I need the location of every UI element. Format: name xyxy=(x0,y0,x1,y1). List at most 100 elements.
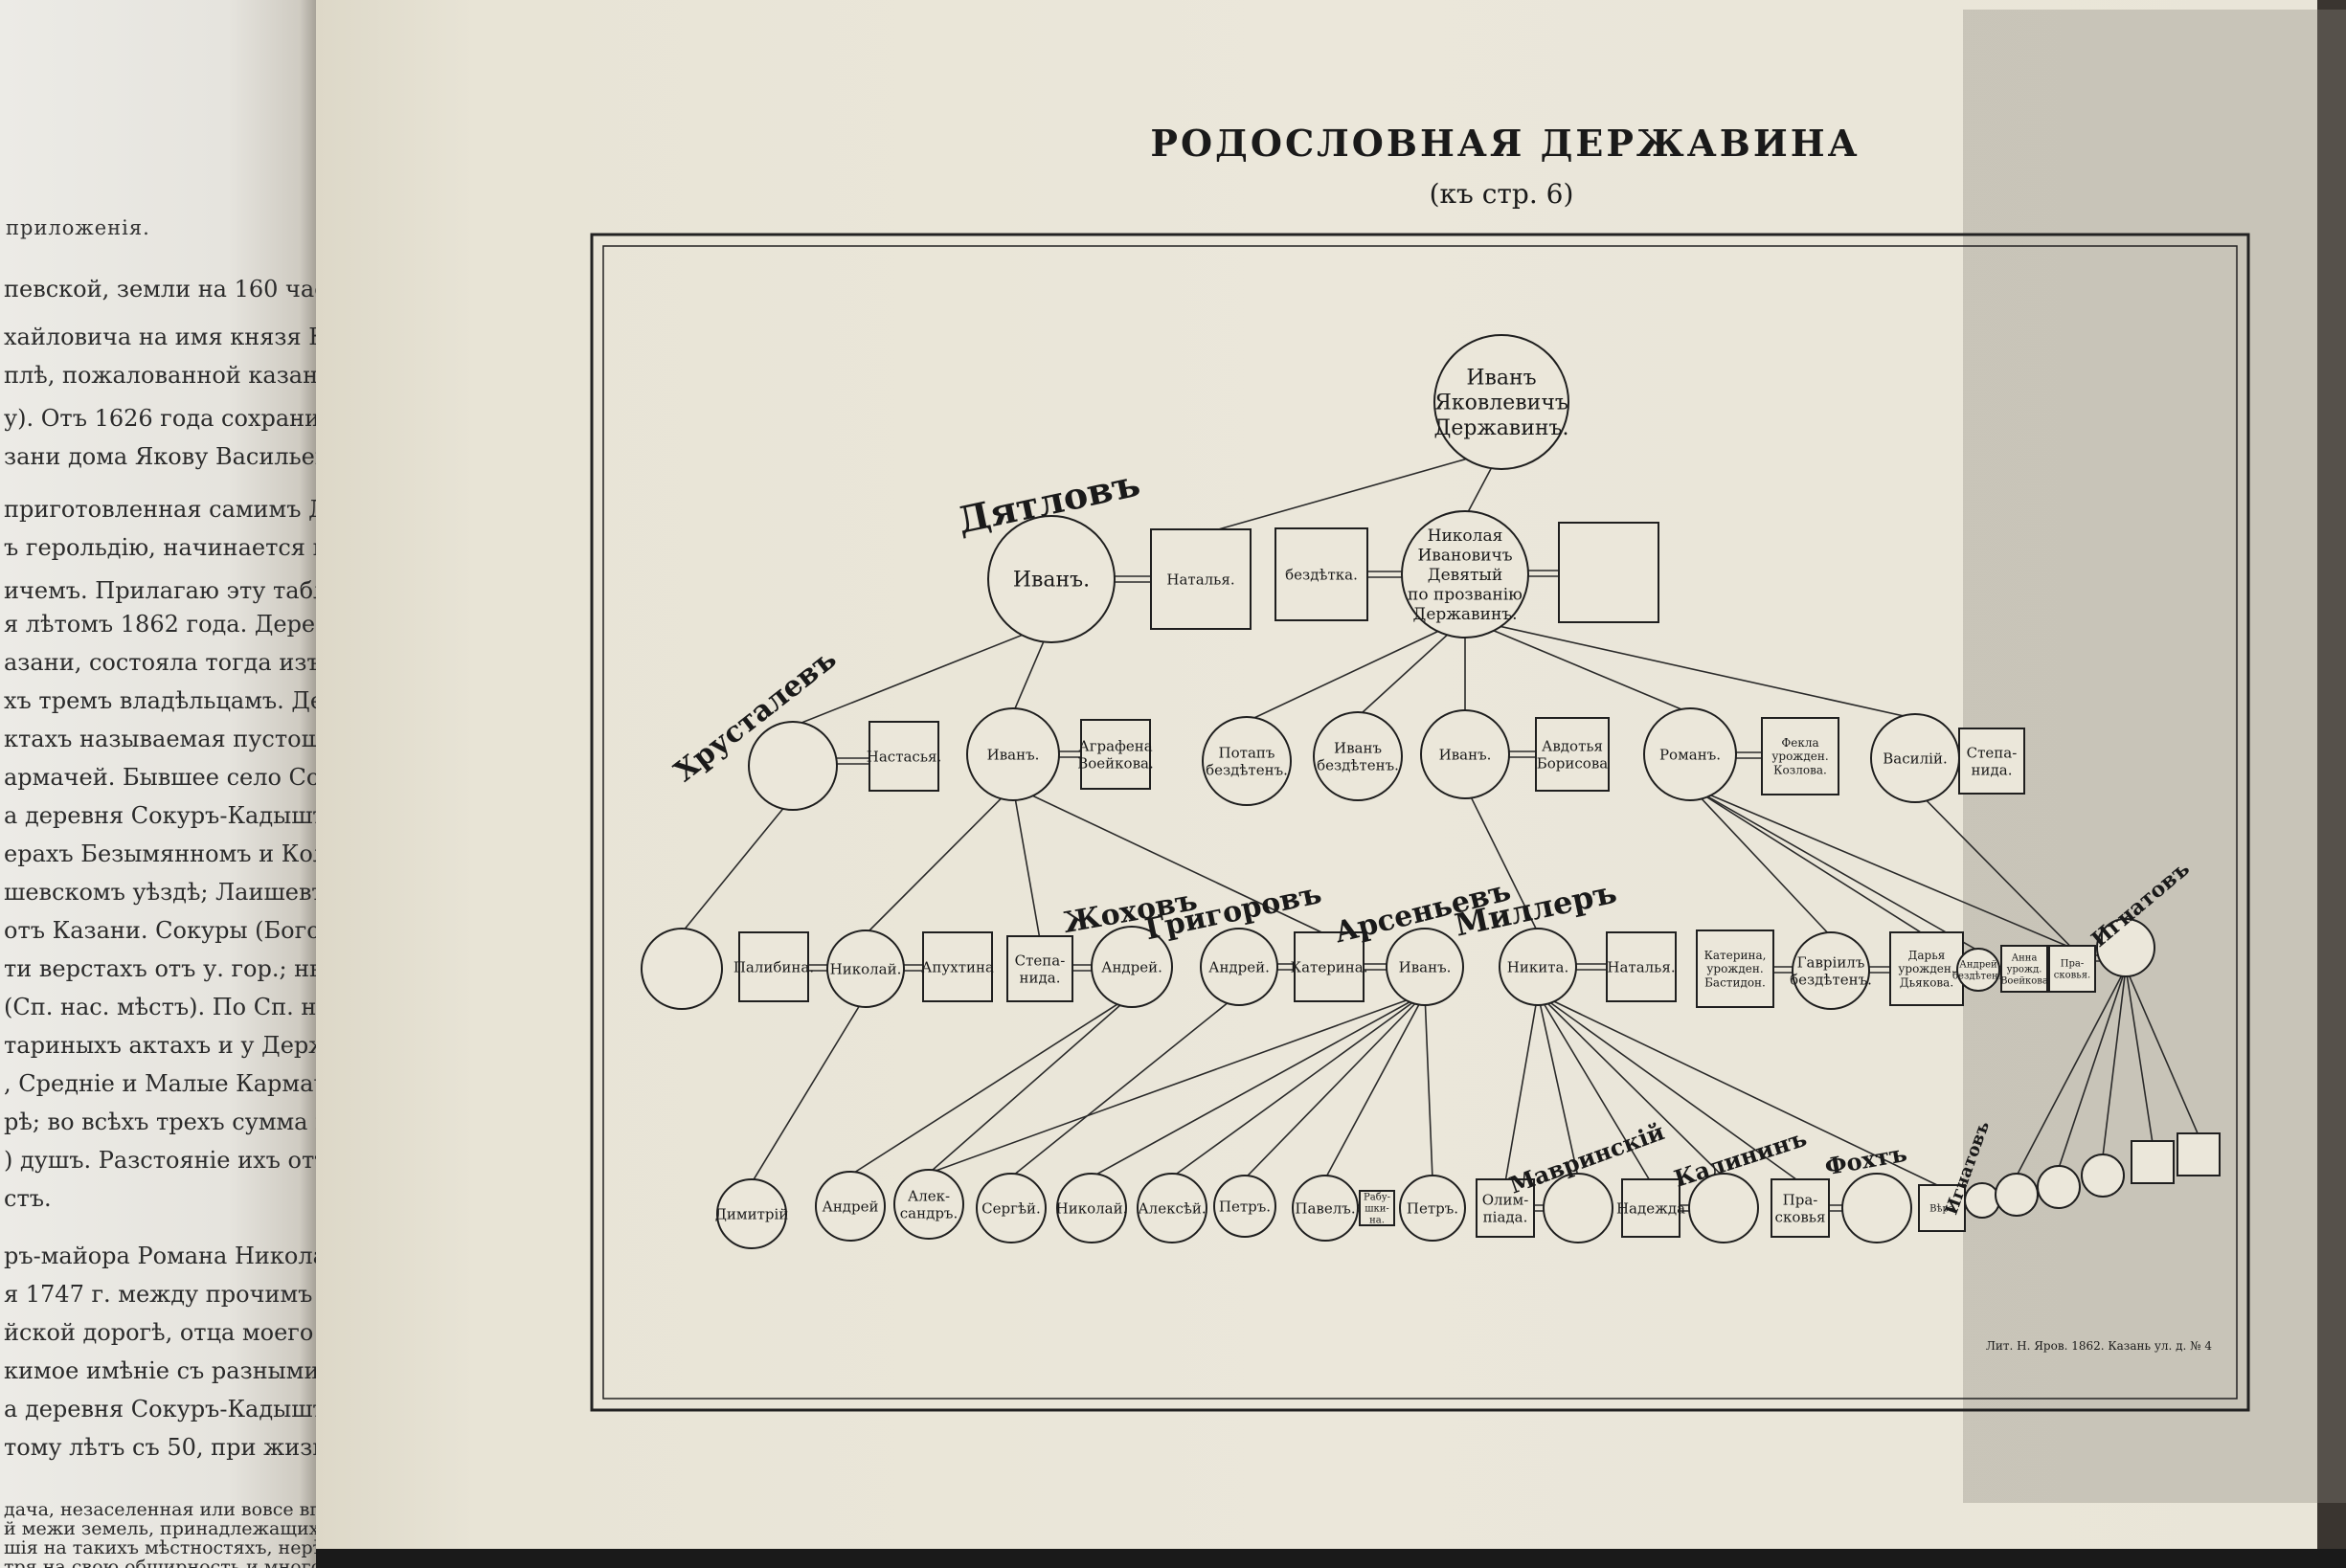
person-name: бездѣтенъ. xyxy=(1790,971,1872,988)
person-square xyxy=(1535,717,1610,792)
person-name: Наталья. xyxy=(1166,571,1234,588)
person-name: Яковлевичъ xyxy=(1434,392,1568,415)
left-page-line: шевскомъ уѣздѣ; Лаишевъ—въ xyxy=(4,879,326,906)
person-square xyxy=(1080,719,1151,790)
person-name: Алек- xyxy=(908,1187,950,1204)
person-circle xyxy=(987,515,1116,643)
person-circle xyxy=(1200,928,1278,1006)
person-node-apukhtina: Апухтина xyxy=(921,931,994,1002)
left-page-line: рѣ; во всѣхъ трехъ сумма насе- xyxy=(4,1109,326,1135)
person-circle xyxy=(1137,1173,1207,1243)
person-node-katerina1: Катерина. xyxy=(1290,931,1368,1002)
person-square xyxy=(1918,1184,1966,1232)
descent-line xyxy=(681,795,794,933)
person-node-palibina: Палибина. xyxy=(733,931,814,1002)
descent-line xyxy=(1200,448,1502,535)
person-name: Степа- xyxy=(1015,952,1066,969)
person-circle xyxy=(966,707,1060,801)
person-square xyxy=(1889,931,1964,1006)
person-square xyxy=(1294,931,1365,1002)
person-name: Ивановичъ xyxy=(1417,547,1512,566)
left-page-line: я лѣтомъ 1862 года. Деревня xyxy=(4,611,326,638)
descent-line xyxy=(2102,967,2127,1157)
person-node-ivan_dyatlov: Иванъ.Дятловъ xyxy=(954,461,1143,643)
descent-line xyxy=(2058,967,2127,1169)
person-square xyxy=(738,931,809,1002)
descent-line xyxy=(1689,785,1928,937)
person-circle xyxy=(1401,510,1529,638)
person-name: Анна xyxy=(2012,953,2038,964)
person-circle xyxy=(1202,716,1292,806)
person-name: Фекла xyxy=(1781,736,1818,750)
person-circle xyxy=(1643,707,1737,801)
book-bottom-edge xyxy=(316,1549,2346,1568)
person-square xyxy=(2048,945,2096,993)
person-square xyxy=(1771,1178,1830,1238)
person-node-bezdetka: бездѣтка. xyxy=(1275,527,1368,621)
descent-line xyxy=(1246,617,1466,723)
descent-line xyxy=(1464,617,1691,714)
person-name: Романъ. xyxy=(1659,746,1721,763)
person-name: сандръ. xyxy=(900,1204,959,1221)
person-name: нида. xyxy=(1972,761,2013,778)
left-page-line: я 1747 г. между прочимъ сказано: xyxy=(4,1281,326,1308)
person-name: Николай. xyxy=(830,960,902,977)
person-name: Андрей. xyxy=(1208,958,1270,975)
person-name: Девятый xyxy=(1428,566,1502,585)
person-node-stepanida2: Степа-нида. xyxy=(1006,935,1073,1002)
person-name: Андрей. xyxy=(1101,958,1162,975)
person-name: Гавріилъ xyxy=(1797,953,1865,971)
person-name: на. xyxy=(1369,1216,1385,1226)
descent-line xyxy=(1424,993,1433,1179)
descent-line xyxy=(928,993,1426,1175)
person-name: Катерина. xyxy=(1290,958,1367,975)
person-name: Пра- xyxy=(1783,1191,1818,1208)
left-page-line: стъ. xyxy=(4,1185,52,1212)
person-name: Николая xyxy=(1428,526,1503,546)
person-circle xyxy=(1292,1175,1359,1242)
person-square xyxy=(1006,935,1073,1002)
descent-line xyxy=(792,622,1052,728)
left-page-line: йской дорогѣ, отца моего Николая Ива- xyxy=(4,1319,326,1346)
descent-line xyxy=(2125,967,2199,1136)
person-name: Андрей xyxy=(822,1198,878,1215)
person-name: Державинъ. xyxy=(1413,605,1518,624)
left-page-line: ) душъ. Разстояніе ихъ отъ уѣзд- xyxy=(4,1147,326,1174)
person-name: урожд. xyxy=(2007,965,2042,975)
person-name: Иванъ. xyxy=(987,746,1040,763)
person-name: Апухтина xyxy=(921,958,994,975)
descent-line xyxy=(1012,785,1330,937)
person-node-blank_sq1 xyxy=(1558,522,1659,623)
person-square xyxy=(2177,1132,2221,1176)
descent-line xyxy=(849,994,1133,1176)
person-circle xyxy=(1543,1173,1613,1243)
person-square xyxy=(2131,1140,2175,1184)
person-node-vera: Вѣра xyxy=(1918,1184,1966,1232)
descent-line xyxy=(928,994,1133,1175)
person-node-aleksei: Алексѣй. xyxy=(1137,1173,1207,1243)
person-name: Василій. xyxy=(1883,750,1947,767)
left-page-header: приложенія. xyxy=(6,216,150,239)
person-node-nadezhda: Надежда xyxy=(1616,1178,1685,1238)
person-name: Державинъ. xyxy=(1433,416,1568,440)
left-page-line: азани, состояла тогда изъ трехъ xyxy=(4,649,326,676)
person-node-praskovya2: Пра-сковья xyxy=(1771,1178,1830,1238)
person-name: Андрей xyxy=(1959,960,1997,971)
person-name: Иванъ. xyxy=(1439,746,1492,763)
sheet-title: РОДОСЛОВНАЯ ДЕРЖАВИНА xyxy=(1150,122,1860,165)
person-name: Иванъ. xyxy=(1013,569,1090,593)
person-node-petr2: Петръ. xyxy=(1399,1175,1466,1242)
person-node-gs1 xyxy=(2131,1140,2175,1184)
person-name: по прозванію xyxy=(1408,585,1523,604)
person-name: Настасья. xyxy=(867,748,941,765)
person-name: Воейкова xyxy=(2000,976,2048,987)
person-circle xyxy=(893,1169,964,1240)
person-name: Петръ. xyxy=(1219,1198,1271,1215)
descent-line xyxy=(1010,993,1240,1178)
person-name: Никита. xyxy=(1507,958,1568,975)
left-page-line: плѣ, пожалованной казанцу Ва- xyxy=(4,362,326,389)
